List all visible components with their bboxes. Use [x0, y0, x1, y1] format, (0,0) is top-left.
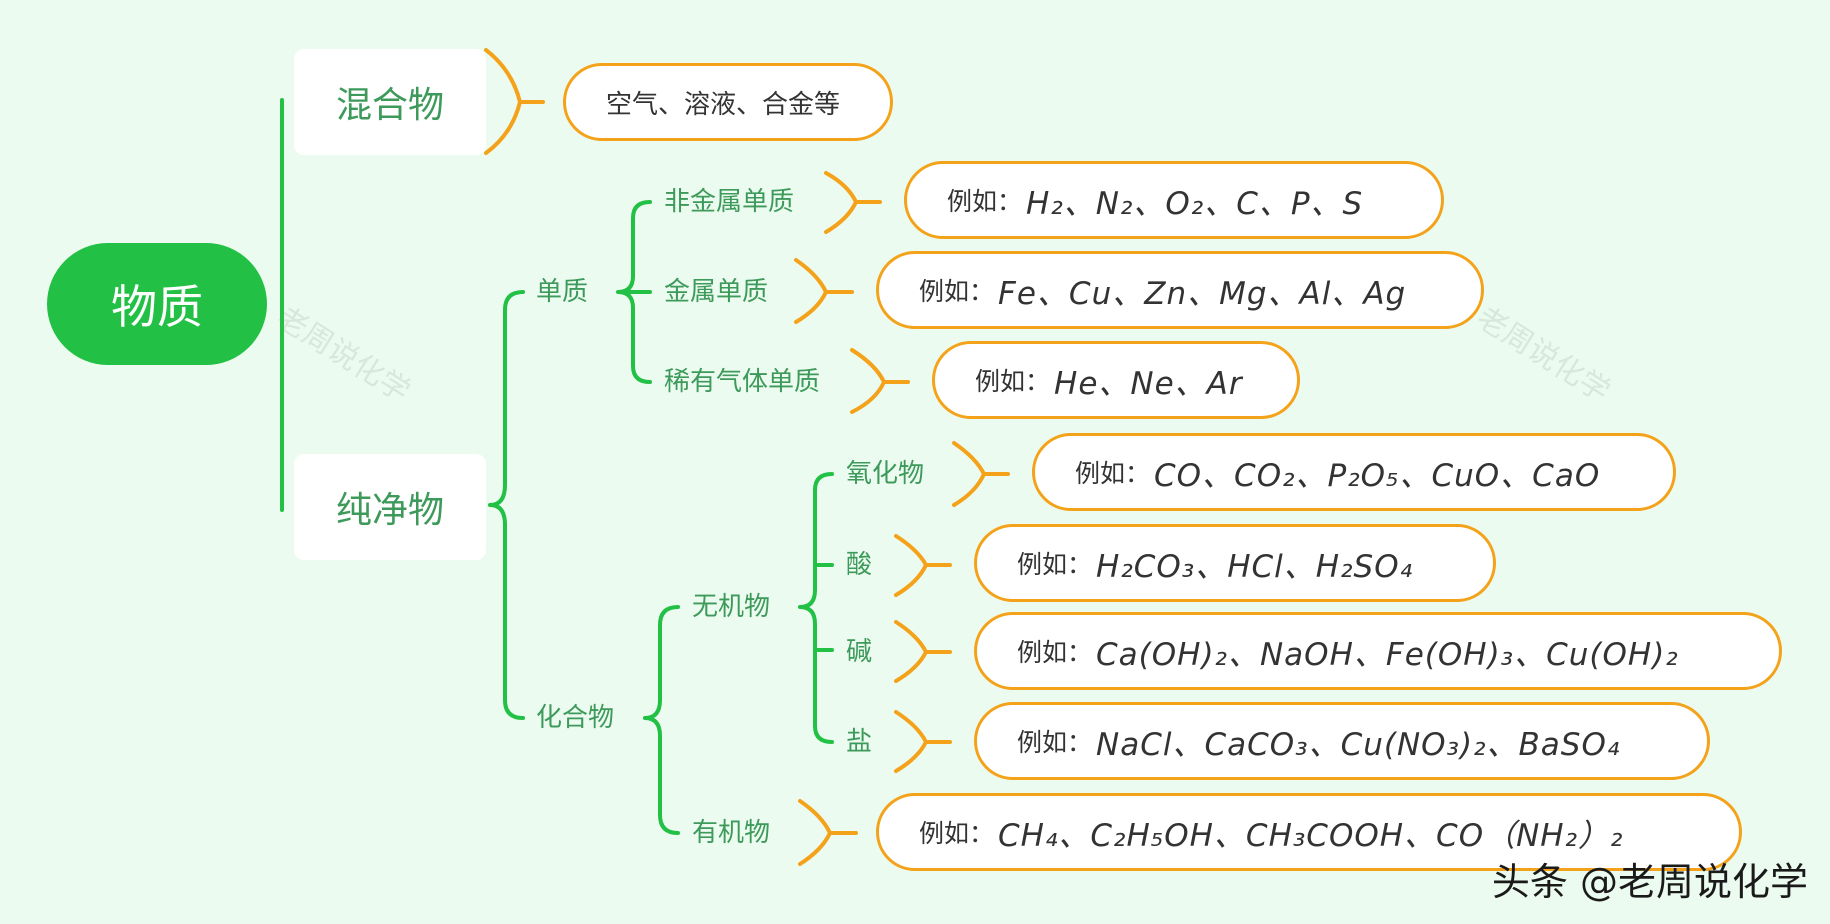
root-node: 物质 — [47, 243, 267, 365]
compound-label: 化合物 — [536, 703, 615, 733]
pure-node: 纯净物 — [294, 454, 486, 560]
salt-label: 盐 — [846, 727, 873, 757]
bracket-noble — [850, 348, 910, 414]
inorganic-label: 无机物 — [692, 592, 771, 622]
base-label: 碱 — [846, 637, 873, 667]
elemental-label: 单质 — [536, 277, 589, 307]
example-prefix: 例如： — [947, 187, 1023, 216]
bracket-oxide — [952, 441, 1010, 507]
oxide-label: 氧化物 — [846, 459, 925, 489]
example-prefix: 例如： — [1075, 459, 1151, 488]
example-formula: NaCl、CaCO₃、Cu(NO₃)₂、BaSO₄ — [1096, 726, 1621, 763]
pure-bracket — [488, 290, 525, 720]
example-formula: H₂CO₃、HCl、H₂SO₄ — [1096, 548, 1414, 585]
example-prefix: 例如： — [975, 367, 1051, 396]
compound-bracket — [643, 605, 680, 835]
mixture-example-text: 空气、溶液、合金等 — [606, 89, 841, 120]
bracket-metal — [794, 258, 854, 324]
example-formula: He、Ne、Ar — [1054, 365, 1243, 402]
organic-example: 例如： CH₄、C₂H₅OH、CH₃COOH、CO（NH₂）₂ — [876, 793, 1742, 871]
metal-label: 金属单质 — [664, 277, 769, 307]
bracket-salt — [894, 710, 952, 773]
example-prefix: 例如： — [1017, 550, 1093, 579]
salt-example: 例如： NaCl、CaCO₃、Cu(NO₃)₂、BaSO₄ — [974, 702, 1710, 780]
example-formula: CO、CO₂、P₂O₅、CuO、CaO — [1154, 457, 1601, 494]
example-formula: CH₄、C₂H₅OH、CH₃COOH、CO（NH₂）₂ — [998, 817, 1624, 854]
example-prefix: 例如： — [1017, 638, 1093, 667]
bracket-organic — [798, 799, 858, 866]
nonmetal-example: 例如： H₂、N₂、O₂、C、P、S — [904, 161, 1444, 239]
organic-label: 有机物 — [692, 818, 771, 848]
example-prefix: 例如： — [919, 819, 995, 848]
elemental-bracket — [616, 200, 652, 384]
example-formula: H₂、N₂、O₂、C、P、S — [1026, 185, 1364, 222]
source-credit: 头条 @老周说化学 — [1491, 860, 1808, 904]
bracket-base — [894, 620, 952, 683]
example-formula: Fe、Cu、Zn、Mg、Al、Ag — [998, 275, 1407, 312]
noble-label: 稀有气体单质 — [664, 367, 821, 397]
example-formula: Ca(OH)₂、NaOH、Fe(OH)₃、Cu(OH)₂ — [1096, 636, 1679, 673]
metal-example: 例如： Fe、Cu、Zn、Mg、Al、Ag — [876, 251, 1484, 329]
mixture-node: 混合物 — [294, 49, 486, 155]
acid-example: 例如： H₂CO₃、HCl、H₂SO₄ — [974, 524, 1496, 602]
acid-label: 酸 — [846, 550, 873, 580]
example-prefix: 例如： — [1017, 728, 1093, 757]
example-prefix: 例如： — [919, 277, 995, 306]
oxide-example: 例如： CO、CO₂、P₂O₅、CuO、CaO — [1032, 433, 1676, 511]
mixture-example: 空气、溶液、合金等 — [563, 63, 893, 141]
nonmetal-label: 非金属单质 — [664, 187, 795, 217]
bracket-nonmetal — [824, 171, 882, 234]
noble-example: 例如： He、Ne、Ar — [932, 341, 1300, 419]
base-example: 例如： Ca(OH)₂、NaOH、Fe(OH)₃、Cu(OH)₂ — [974, 612, 1782, 690]
inorganic-bracket — [798, 472, 834, 744]
bracket-acid — [894, 534, 952, 597]
bracket-mixture — [484, 48, 545, 155]
